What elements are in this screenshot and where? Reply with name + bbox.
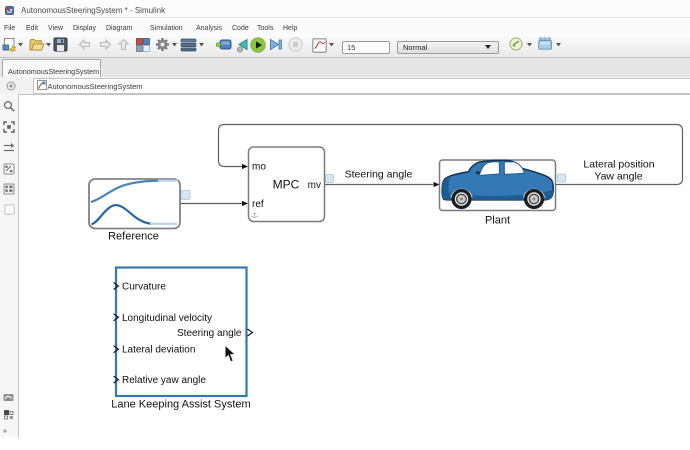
svg-text:Lane Keeping Assist System: Lane Keeping Assist System	[111, 399, 250, 411]
svg-text:MPC: MPC	[273, 178, 300, 192]
svg-text:Steering angle: Steering angle	[345, 169, 413, 181]
svg-text:ref: ref	[252, 199, 264, 210]
svg-text:Curvature: Curvature	[122, 282, 166, 293]
svg-text:Lateral position: Lateral position	[583, 159, 654, 171]
svg-text:Lateral deviation: Lateral deviation	[122, 345, 195, 356]
svg-text:Longitudinal velocity: Longitudinal velocity	[122, 313, 212, 324]
svg-text:mv: mv	[308, 180, 321, 191]
svg-text:Yaw angle: Yaw angle	[594, 171, 642, 183]
svg-text:Steering angle: Steering angle	[177, 328, 242, 339]
svg-text:mo: mo	[252, 162, 266, 173]
svg-text:Reference: Reference	[108, 231, 159, 243]
svg-text:Plant: Plant	[485, 215, 510, 227]
svg-text:Relative yaw angle: Relative yaw angle	[122, 375, 206, 386]
